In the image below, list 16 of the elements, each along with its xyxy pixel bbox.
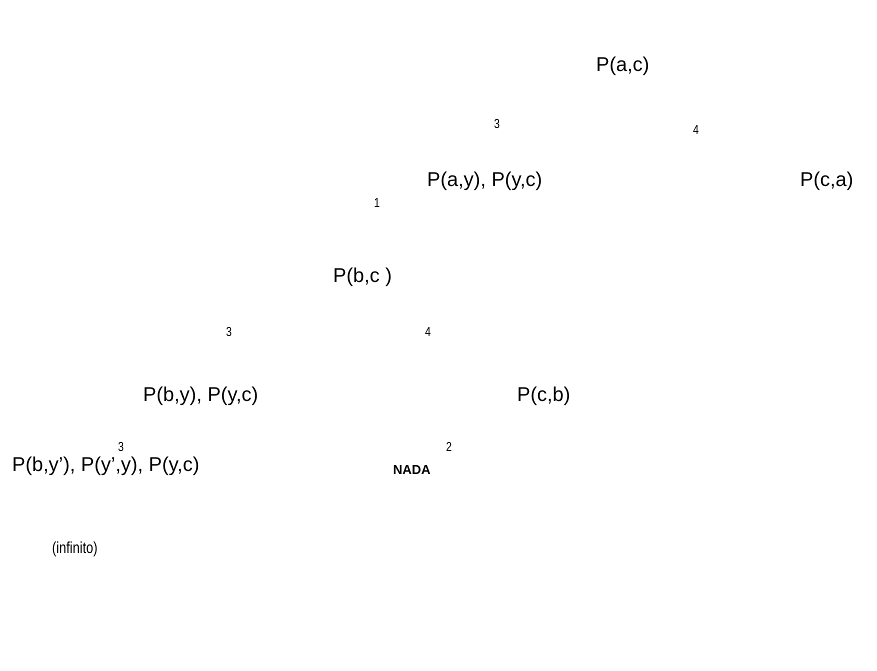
- formula-text: P(a,y), P(y,c): [427, 168, 542, 192]
- result-text: NADA: [393, 462, 431, 478]
- branch-number: 4: [693, 122, 699, 138]
- branch-number: 3: [494, 116, 500, 132]
- branch-number: 3: [118, 439, 124, 455]
- branch-number: 4: [425, 324, 431, 340]
- branch-number: 1: [374, 195, 380, 211]
- branch-number: 3: [226, 324, 232, 340]
- formula-text: P(a,c): [596, 53, 650, 77]
- formula-text: P(c,b): [517, 383, 570, 407]
- formula-text: P(b,y’), P(y’,y), P(y,c): [12, 453, 200, 477]
- branch-number: 2: [446, 439, 452, 455]
- formula-text: P(b,y), P(y,c): [143, 383, 258, 407]
- formula-text: P(b,c ): [333, 264, 393, 288]
- formula-text: P(c,a): [800, 168, 854, 192]
- note-text: (infinito): [52, 538, 98, 558]
